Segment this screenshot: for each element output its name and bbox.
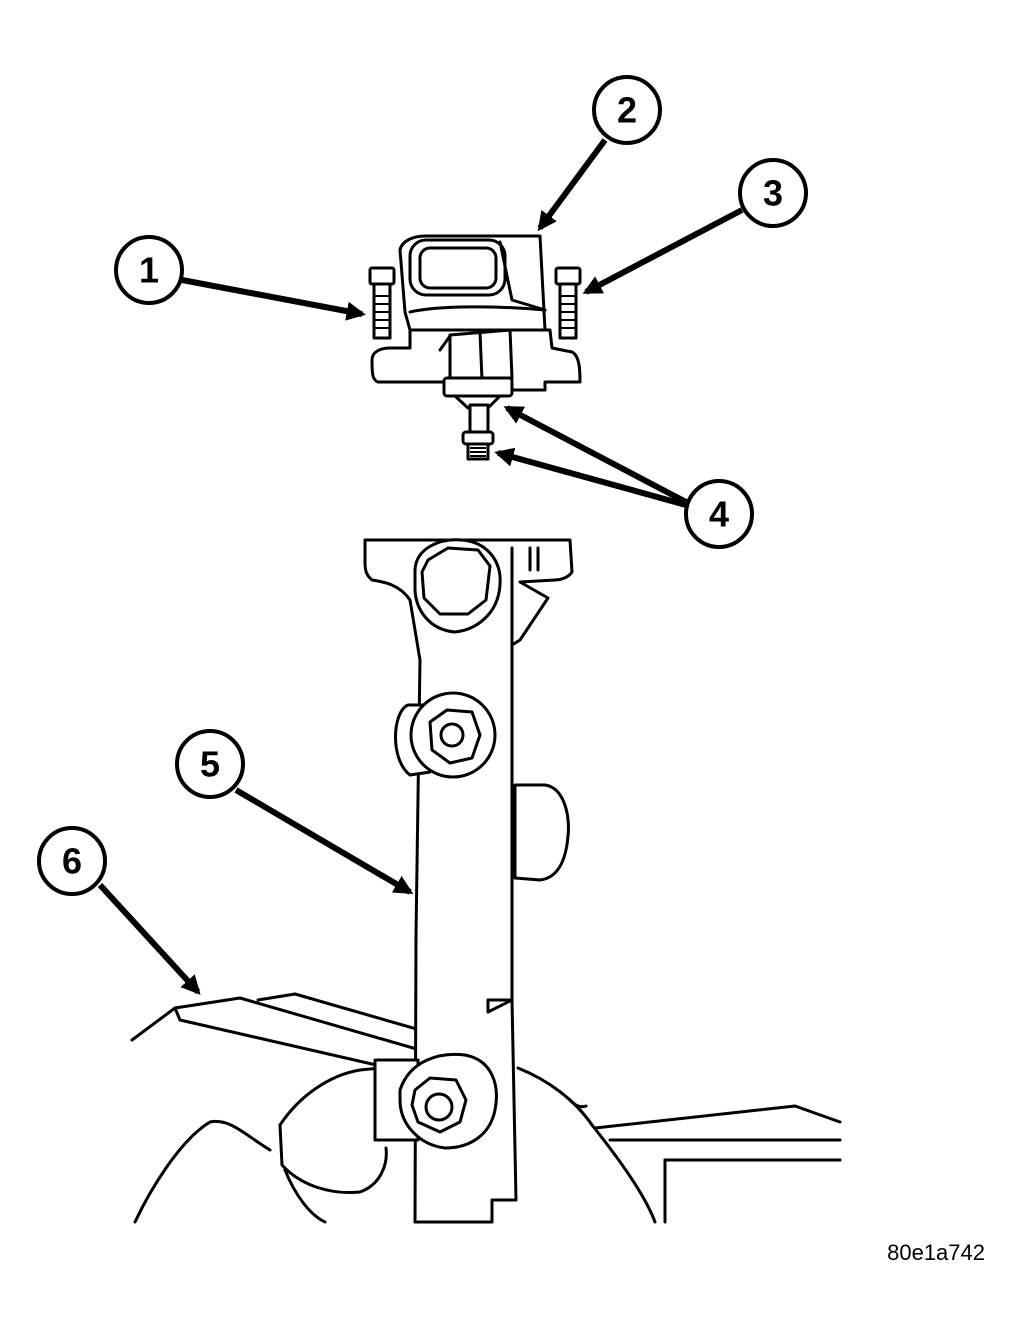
sensor-assembly <box>370 234 582 461</box>
leader-4a <box>503 405 688 505</box>
leader-6 <box>97 882 201 995</box>
callout-6-label: 6 <box>62 841 82 882</box>
leader-lines <box>97 138 744 995</box>
callout-4-label: 4 <box>709 494 729 535</box>
callout-1-label: 1 <box>139 250 159 291</box>
left-bolt <box>368 266 396 340</box>
callout-5-label: 5 <box>200 744 220 785</box>
leader-5 <box>234 787 414 895</box>
leader-1 <box>181 277 366 321</box>
callout-5: 5 <box>175 729 245 799</box>
leader-3 <box>582 207 744 295</box>
right-bolt <box>554 266 582 340</box>
callout-3: 3 <box>738 158 808 228</box>
figure-code: 80e1a742 <box>887 1240 985 1265</box>
callout-2-label: 2 <box>617 90 637 131</box>
callout-1: 1 <box>114 235 184 305</box>
callout-4: 4 <box>684 479 754 549</box>
engine-housing <box>130 992 842 1224</box>
leader-4b <box>494 447 687 508</box>
leader-2 <box>537 138 608 232</box>
callout-2: 2 <box>592 75 662 145</box>
mounting-bracket <box>363 538 574 1224</box>
callout-6: 6 <box>37 826 107 896</box>
callout-3-label: 3 <box>763 173 783 214</box>
